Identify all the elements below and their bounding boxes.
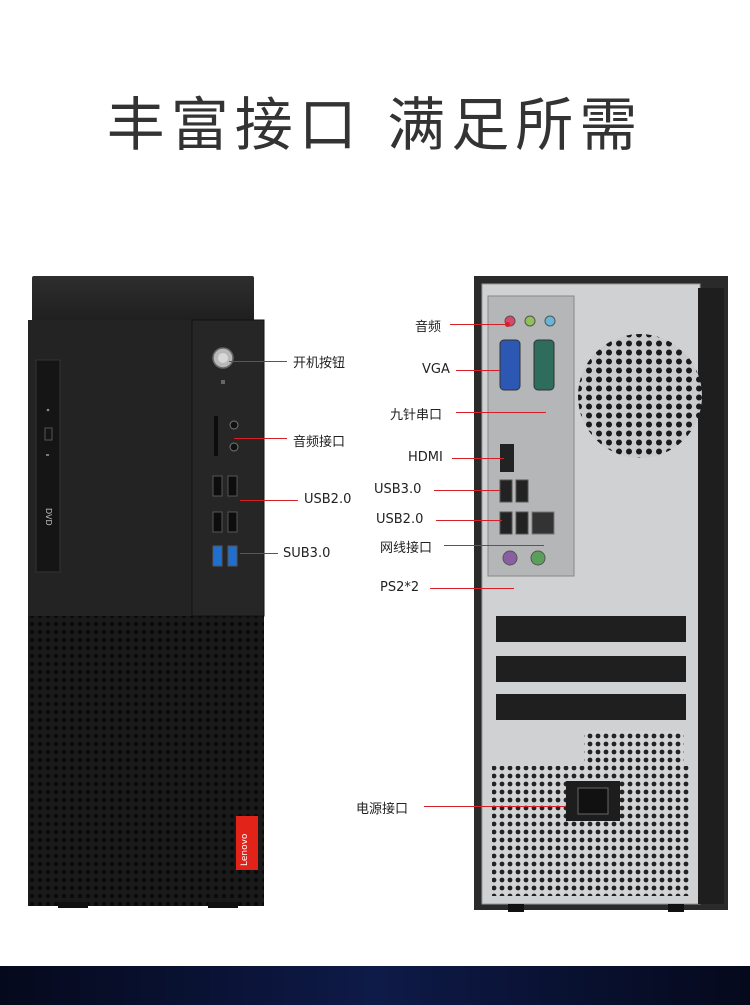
rear-label-hdmi: HDMI — [408, 450, 443, 465]
front-label-power: 开机按钮 — [293, 356, 346, 371]
rear-label-power: 电源接口 — [356, 802, 409, 817]
rear-label-vga: VGA — [422, 362, 450, 377]
rear-label-ps2: PS2*2 — [380, 580, 420, 595]
front-label-usb3: SUB3.0 — [283, 546, 331, 561]
rear-tower-image — [474, 276, 728, 912]
front-label-audio: 音频接口 — [293, 435, 346, 450]
usb-icon — [212, 475, 238, 567]
card-reader-icon — [214, 416, 218, 456]
headphone-icon — [229, 420, 239, 430]
rear-label-lan: 网线接口 — [380, 541, 433, 556]
rear-label-usb2: USB2.0 — [376, 512, 424, 527]
headline: 丰富接口 满足所需 — [106, 91, 644, 159]
lenovo-logo: Lenovo — [240, 833, 250, 866]
front-tower-image: DVD Lenovo — [28, 276, 265, 908]
front-label-usb2: USB2.0 — [304, 492, 352, 507]
rear-label-audio: 音频 — [415, 320, 442, 335]
microphone-icon — [229, 442, 239, 452]
rear-label-serial: 九针串口 — [390, 408, 443, 423]
rear-label-usb3: USB3.0 — [374, 482, 422, 497]
footer-band — [0, 966, 750, 1005]
dvd-logo: DVD — [44, 508, 53, 526]
